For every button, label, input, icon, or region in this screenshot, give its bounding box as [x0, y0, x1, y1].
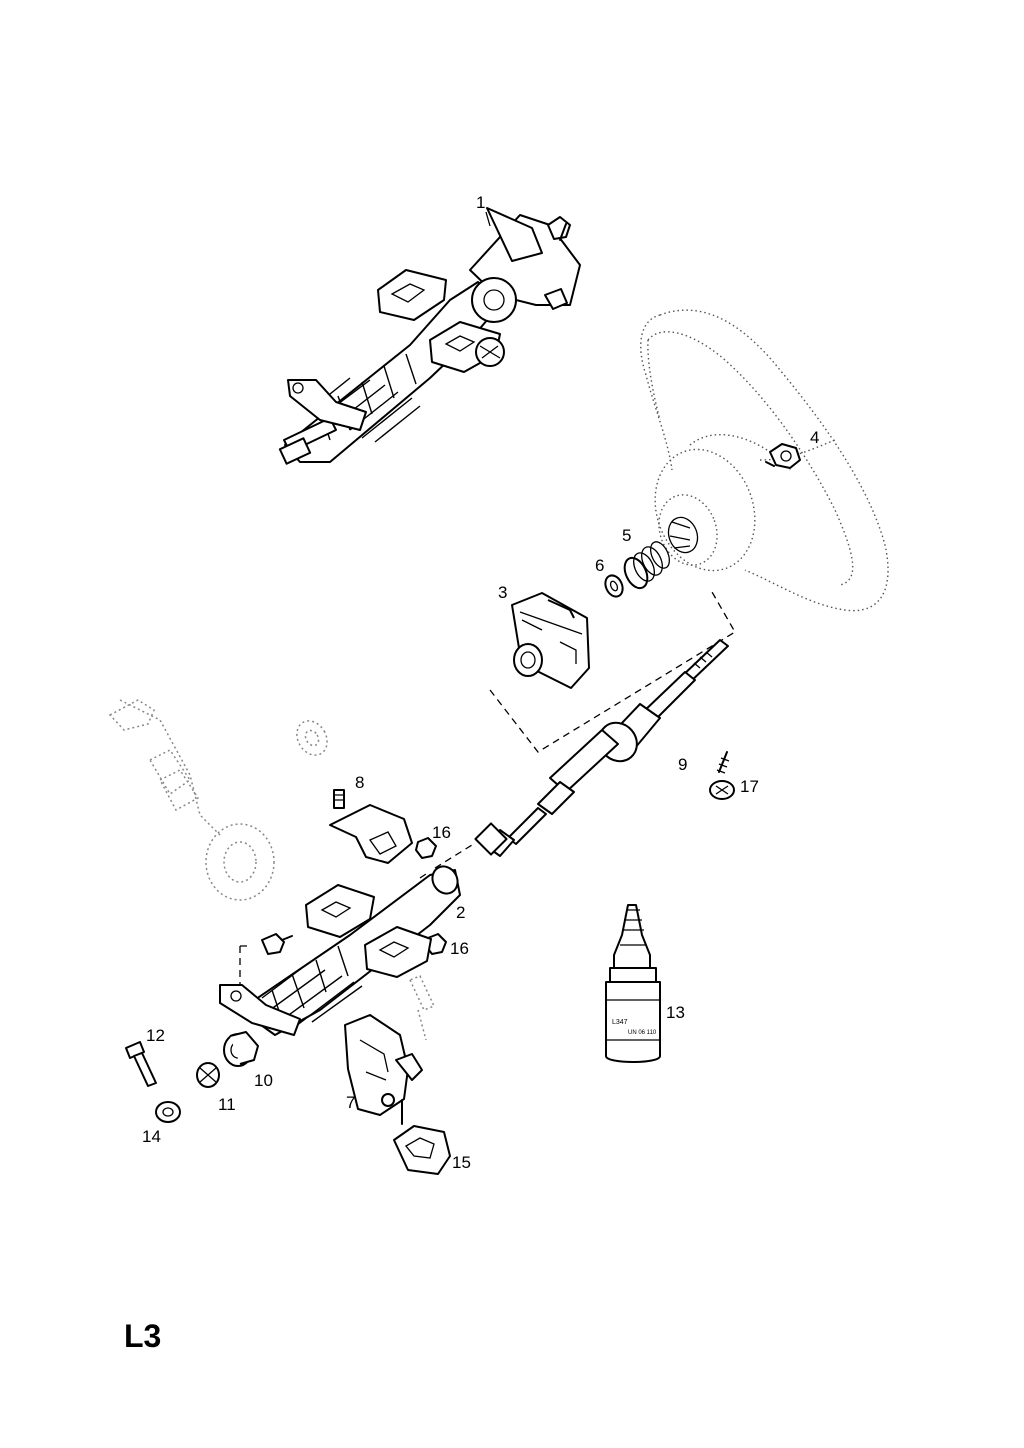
callout-12: 12 — [146, 1026, 165, 1045]
part-7-switch-bracket — [344, 1014, 423, 1116]
part-8-bracket — [329, 789, 413, 864]
callout-8: 8 — [355, 773, 364, 792]
callout-15: 15 — [452, 1153, 471, 1172]
bottle-label-code: L347 — [612, 1019, 628, 1026]
ghost-parts — [108, 699, 436, 1041]
part-17-screw — [709, 751, 735, 800]
part-11-gear — [196, 1062, 220, 1088]
callout-1: 1 — [476, 193, 485, 212]
part-15-connector — [393, 1099, 451, 1175]
part-12-bolt — [125, 1041, 157, 1087]
callout-11: 11 — [218, 1095, 236, 1114]
callout-16a: 16 — [432, 823, 451, 842]
callout-9: 9 — [678, 755, 687, 774]
page-code: L3 — [124, 1318, 162, 1354]
steering-wheel — [640, 309, 889, 612]
part-2-lower-column — [219, 865, 461, 1036]
part-9-steering-shaft — [474, 639, 729, 857]
callout-16b: 16 — [450, 939, 469, 958]
callout-6: 6 — [595, 556, 604, 575]
part-10-bush — [223, 1031, 259, 1067]
callout-5: 5 — [622, 526, 631, 545]
callout-14: 14 — [142, 1127, 161, 1146]
bottle-label-number: UN 06 110 — [628, 1030, 657, 1036]
part-13-bottle: L347 UN 06 110 — [605, 904, 661, 1063]
part-6-washer — [604, 574, 624, 598]
callout-2: 2 — [456, 903, 465, 922]
callout-10: 10 — [254, 1071, 273, 1090]
callout-17: 17 — [740, 777, 759, 796]
part-1-steering-column — [278, 207, 581, 465]
part-14-nut — [155, 1101, 181, 1123]
part-3-lock-housing — [511, 592, 590, 689]
part-5-spring — [623, 541, 671, 590]
callout-7: 7 — [346, 1093, 355, 1112]
dashed-outline — [239, 591, 736, 984]
callout-4: 4 — [810, 428, 819, 447]
callout-labels: 1 2 3 4 5 6 7 8 9 10 11 12 13 14 15 16 1… — [142, 193, 819, 1172]
callout-13: 13 — [666, 1003, 685, 1022]
column-bolt — [261, 933, 293, 955]
callout-3: 3 — [498, 583, 507, 602]
part-4-nut — [765, 443, 801, 469]
